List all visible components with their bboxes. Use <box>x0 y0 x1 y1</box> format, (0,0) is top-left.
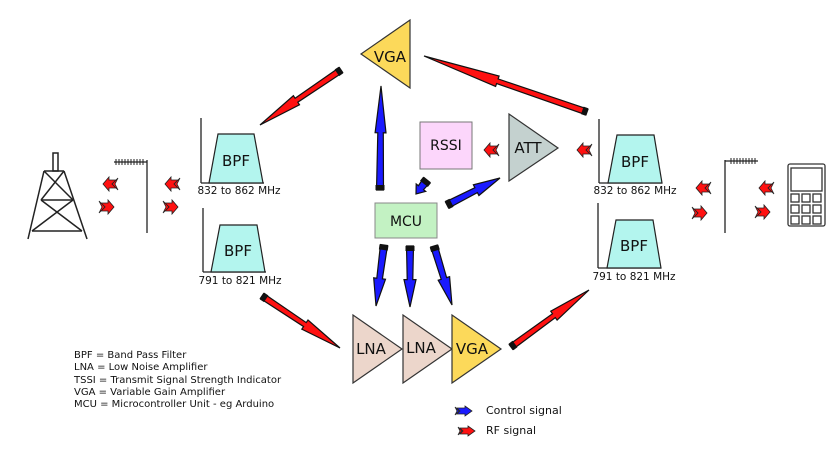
att-label: ATT <box>514 139 542 157</box>
legend-rf-signal-label: RF signal <box>486 424 537 437</box>
rf-arrow-vga-to-bpf-right <box>508 289 590 351</box>
legend-item: BPF = Band Pass Filter <box>74 350 187 361</box>
lna-2: LNA <box>402 313 454 385</box>
rf-arrow-left-antenna <box>695 180 712 196</box>
bpf-frequency-range: 832 to 862 MHz <box>197 185 281 197</box>
bpf-left-rx: BPF 791 to 821 MHz <box>198 208 282 287</box>
legend-item: TSSI = Transmit Signal Strength Indicato… <box>74 374 282 386</box>
bpf-label: BPF <box>224 242 252 260</box>
bpf-frequency-range: 791 to 821 MHz <box>592 271 676 283</box>
vga-label: VGA <box>374 48 407 66</box>
control-arrow-mcu-to-vga-bottom <box>429 244 453 306</box>
abbreviation-legend: BPF = Band Pass Filter LNA = Low Noise A… <box>74 350 281 411</box>
vga-label: VGA <box>456 340 489 358</box>
rf-arrow-left-tower <box>102 176 119 192</box>
bpf-label: BPF <box>621 153 649 171</box>
bpf-frequency-range: 832 to 862 MHz <box>593 185 677 197</box>
rf-arrow-att-to-rssi <box>483 142 500 158</box>
control-arrow-mcu-to-vga <box>374 85 387 191</box>
antenna-icon <box>724 158 758 233</box>
legend-control-signal-label: Control signal <box>486 404 562 417</box>
bpf-left-tx: BPF 832 to 862 MHz <box>197 118 281 197</box>
control-arrow-mcu-to-lna1 <box>373 243 389 307</box>
rf-arrow-right-bpf <box>162 199 179 215</box>
control-arrow-mcu-to-att <box>444 177 501 210</box>
legend-item: MCU = Microcontroller Unit - eg Arduino <box>74 399 275 411</box>
rf-arrow-vga-to-bpf <box>259 66 344 126</box>
rf-arrow-bpf-to-lna <box>259 292 341 349</box>
rf-arrow-right-phone <box>754 204 771 220</box>
legend-rf-arrow-icon <box>457 425 476 437</box>
cell-tower-icon <box>27 152 88 240</box>
mcu-block: MCU <box>374 202 438 239</box>
lna-label: LNA <box>406 339 437 357</box>
rf-arrow-att-to-vga <box>423 55 589 116</box>
control-arrow-rssi-to-mcu <box>415 176 431 195</box>
mcu-label: MCU <box>390 214 422 230</box>
antenna-icon <box>114 159 148 233</box>
legend-item: LNA = Low Noise Amplifier <box>74 362 208 374</box>
rf-arrow-left-phone <box>758 180 775 196</box>
bpf-right-rx: BPF 791 to 821 MHz <box>592 203 676 283</box>
rssi-block: RSSI <box>419 121 473 170</box>
rssi-label: RSSI <box>430 138 462 154</box>
bpf-right-tx: BPF 832 to 862 MHz <box>593 119 677 197</box>
att-block: ATT <box>508 112 560 183</box>
vga-bottom: VGA <box>451 313 503 385</box>
rf-arrow-bpf-to-att <box>576 142 593 158</box>
legend-item: VGA = Variable Gain Amplifier <box>74 386 226 398</box>
rf-arrow-right-antenna <box>691 205 708 221</box>
bpf-label: BPF <box>620 237 648 255</box>
vga-top: VGA <box>359 18 411 90</box>
legend-control-arrow-icon <box>454 405 473 417</box>
rf-arrow-left-bpf <box>164 176 181 192</box>
bpf-label: BPF <box>222 152 250 170</box>
rf-arrow-right-tower <box>98 199 115 215</box>
lna-1: LNA <box>352 313 404 385</box>
bpf-frequency-range: 791 to 821 MHz <box>198 275 282 287</box>
mobile-phone-icon <box>787 163 826 227</box>
control-arrow-mcu-to-lna2 <box>403 245 417 308</box>
lna-label: LNA <box>356 340 387 358</box>
